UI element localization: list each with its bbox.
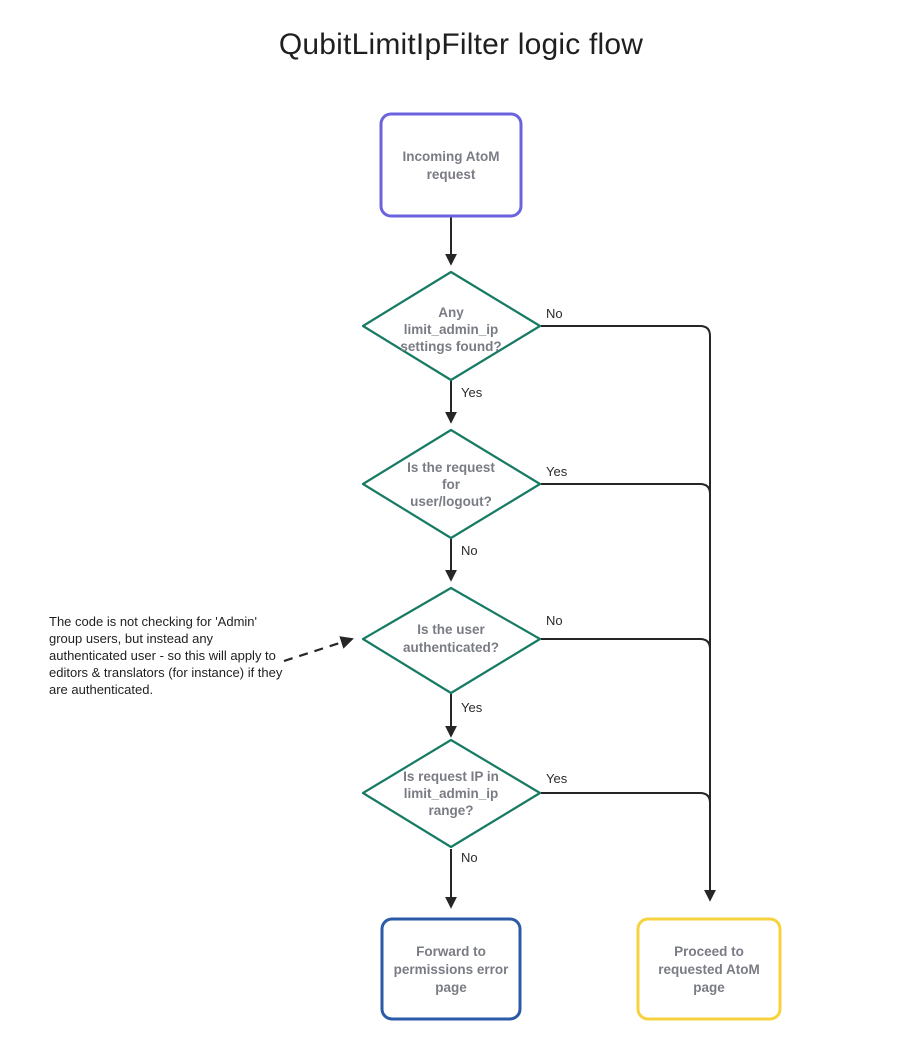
node-incoming-request[interactable]: Incoming AtoM request: [379, 112, 523, 218]
user-authenticated-label-line2: authenticated?: [403, 640, 499, 655]
edge-decision1-no: No: [541, 306, 716, 902]
incoming-request-label-line2: request: [427, 167, 476, 182]
edge-label-decision1-no: No: [546, 306, 563, 321]
edge-decision3-no: No: [541, 613, 711, 650]
request-user-logout-label-line2: for: [442, 477, 461, 492]
permissions-error-label-line3: page: [435, 980, 467, 995]
node-limit-admin-ip-settings[interactable]: Any limit_admin_ip settings found?: [361, 270, 542, 382]
request-user-logout-label-line3: user/logout?: [410, 494, 492, 509]
request-ip-in-range-label-line1: Is request IP in: [403, 769, 499, 784]
limit-admin-ip-settings-label-line2: limit_admin_ip: [404, 322, 499, 337]
proceed-atom-page-shape: [636, 917, 782, 1021]
proceed-atom-page-label-line3: page: [693, 980, 725, 995]
proceed-atom-page-label-line2: requested AtoM: [658, 962, 760, 977]
node-proceed-atom-page[interactable]: Proceed to requested AtoM page: [636, 917, 782, 1021]
incoming-request-shape: [379, 112, 523, 218]
request-ip-in-range-shape: [361, 738, 542, 849]
request-ip-in-range-label-line3: range?: [428, 803, 473, 818]
page-title: QubitLimitIpFilter logic flow: [278, 28, 644, 61]
edge-label-decision3-no: No: [546, 613, 563, 628]
note-line-2: group users, but instead any: [49, 631, 214, 646]
edge-label-decision4-yes: Yes: [546, 771, 568, 786]
edge-label-decision4-no: No: [461, 850, 478, 865]
edge-label-decision2-yes: Yes: [546, 464, 568, 479]
edge-decision2-no: No: [445, 539, 478, 582]
incoming-request-label-line1: Incoming AtoM: [403, 149, 500, 164]
edge-decision3-yes: Yes: [445, 694, 483, 738]
user-authenticated-label-line1: Is the user: [417, 622, 485, 637]
node-request-user-logout[interactable]: Is the request for user/logout?: [361, 428, 542, 540]
limit-admin-ip-settings-shape: [361, 270, 542, 382]
user-authenticated-shape: [361, 586, 542, 695]
edge-note-to-decision3: [283, 636, 354, 663]
note-admin-group: The code is not checking for 'Admin' gro…: [49, 614, 283, 697]
node-request-ip-in-range[interactable]: Is request IP in limit_admin_ip range?: [361, 738, 542, 849]
limit-admin-ip-settings-label-line3: settings found?: [400, 339, 501, 354]
note-line-1: The code is not checking for 'Admin': [49, 614, 257, 629]
edge-label-decision1-yes: Yes: [461, 385, 483, 400]
edge-label-decision3-yes: Yes: [461, 700, 483, 715]
note-line-4: editors & translators (for instance) if …: [49, 665, 283, 680]
note-line-5: are authenticated.: [49, 682, 153, 697]
node-permissions-error[interactable]: Forward to permissions error page: [380, 917, 522, 1021]
limit-admin-ip-settings-label-line1: Any: [438, 305, 464, 320]
permissions-error-label-line2: permissions error: [394, 962, 510, 977]
edge-label-decision2-no: No: [461, 543, 478, 558]
permissions-error-shape: [380, 917, 522, 1021]
request-ip-in-range-label-line2: limit_admin_ip: [404, 786, 499, 801]
permissions-error-label-line1: Forward to: [416, 944, 486, 959]
edge-decision4-no: No: [445, 849, 478, 909]
request-user-logout-shape: [361, 428, 542, 540]
edge-decision2-yes: Yes: [541, 464, 711, 495]
edge-decision1-yes: Yes: [445, 381, 483, 424]
proceed-atom-page-label-line1: Proceed to: [674, 944, 744, 959]
note-line-3: authenticated user - so this will apply …: [49, 648, 276, 663]
edge-decision4-yes: Yes: [541, 771, 711, 804]
request-user-logout-label-line1: Is the request: [407, 460, 495, 475]
node-user-authenticated[interactable]: Is the user authenticated?: [361, 586, 542, 695]
